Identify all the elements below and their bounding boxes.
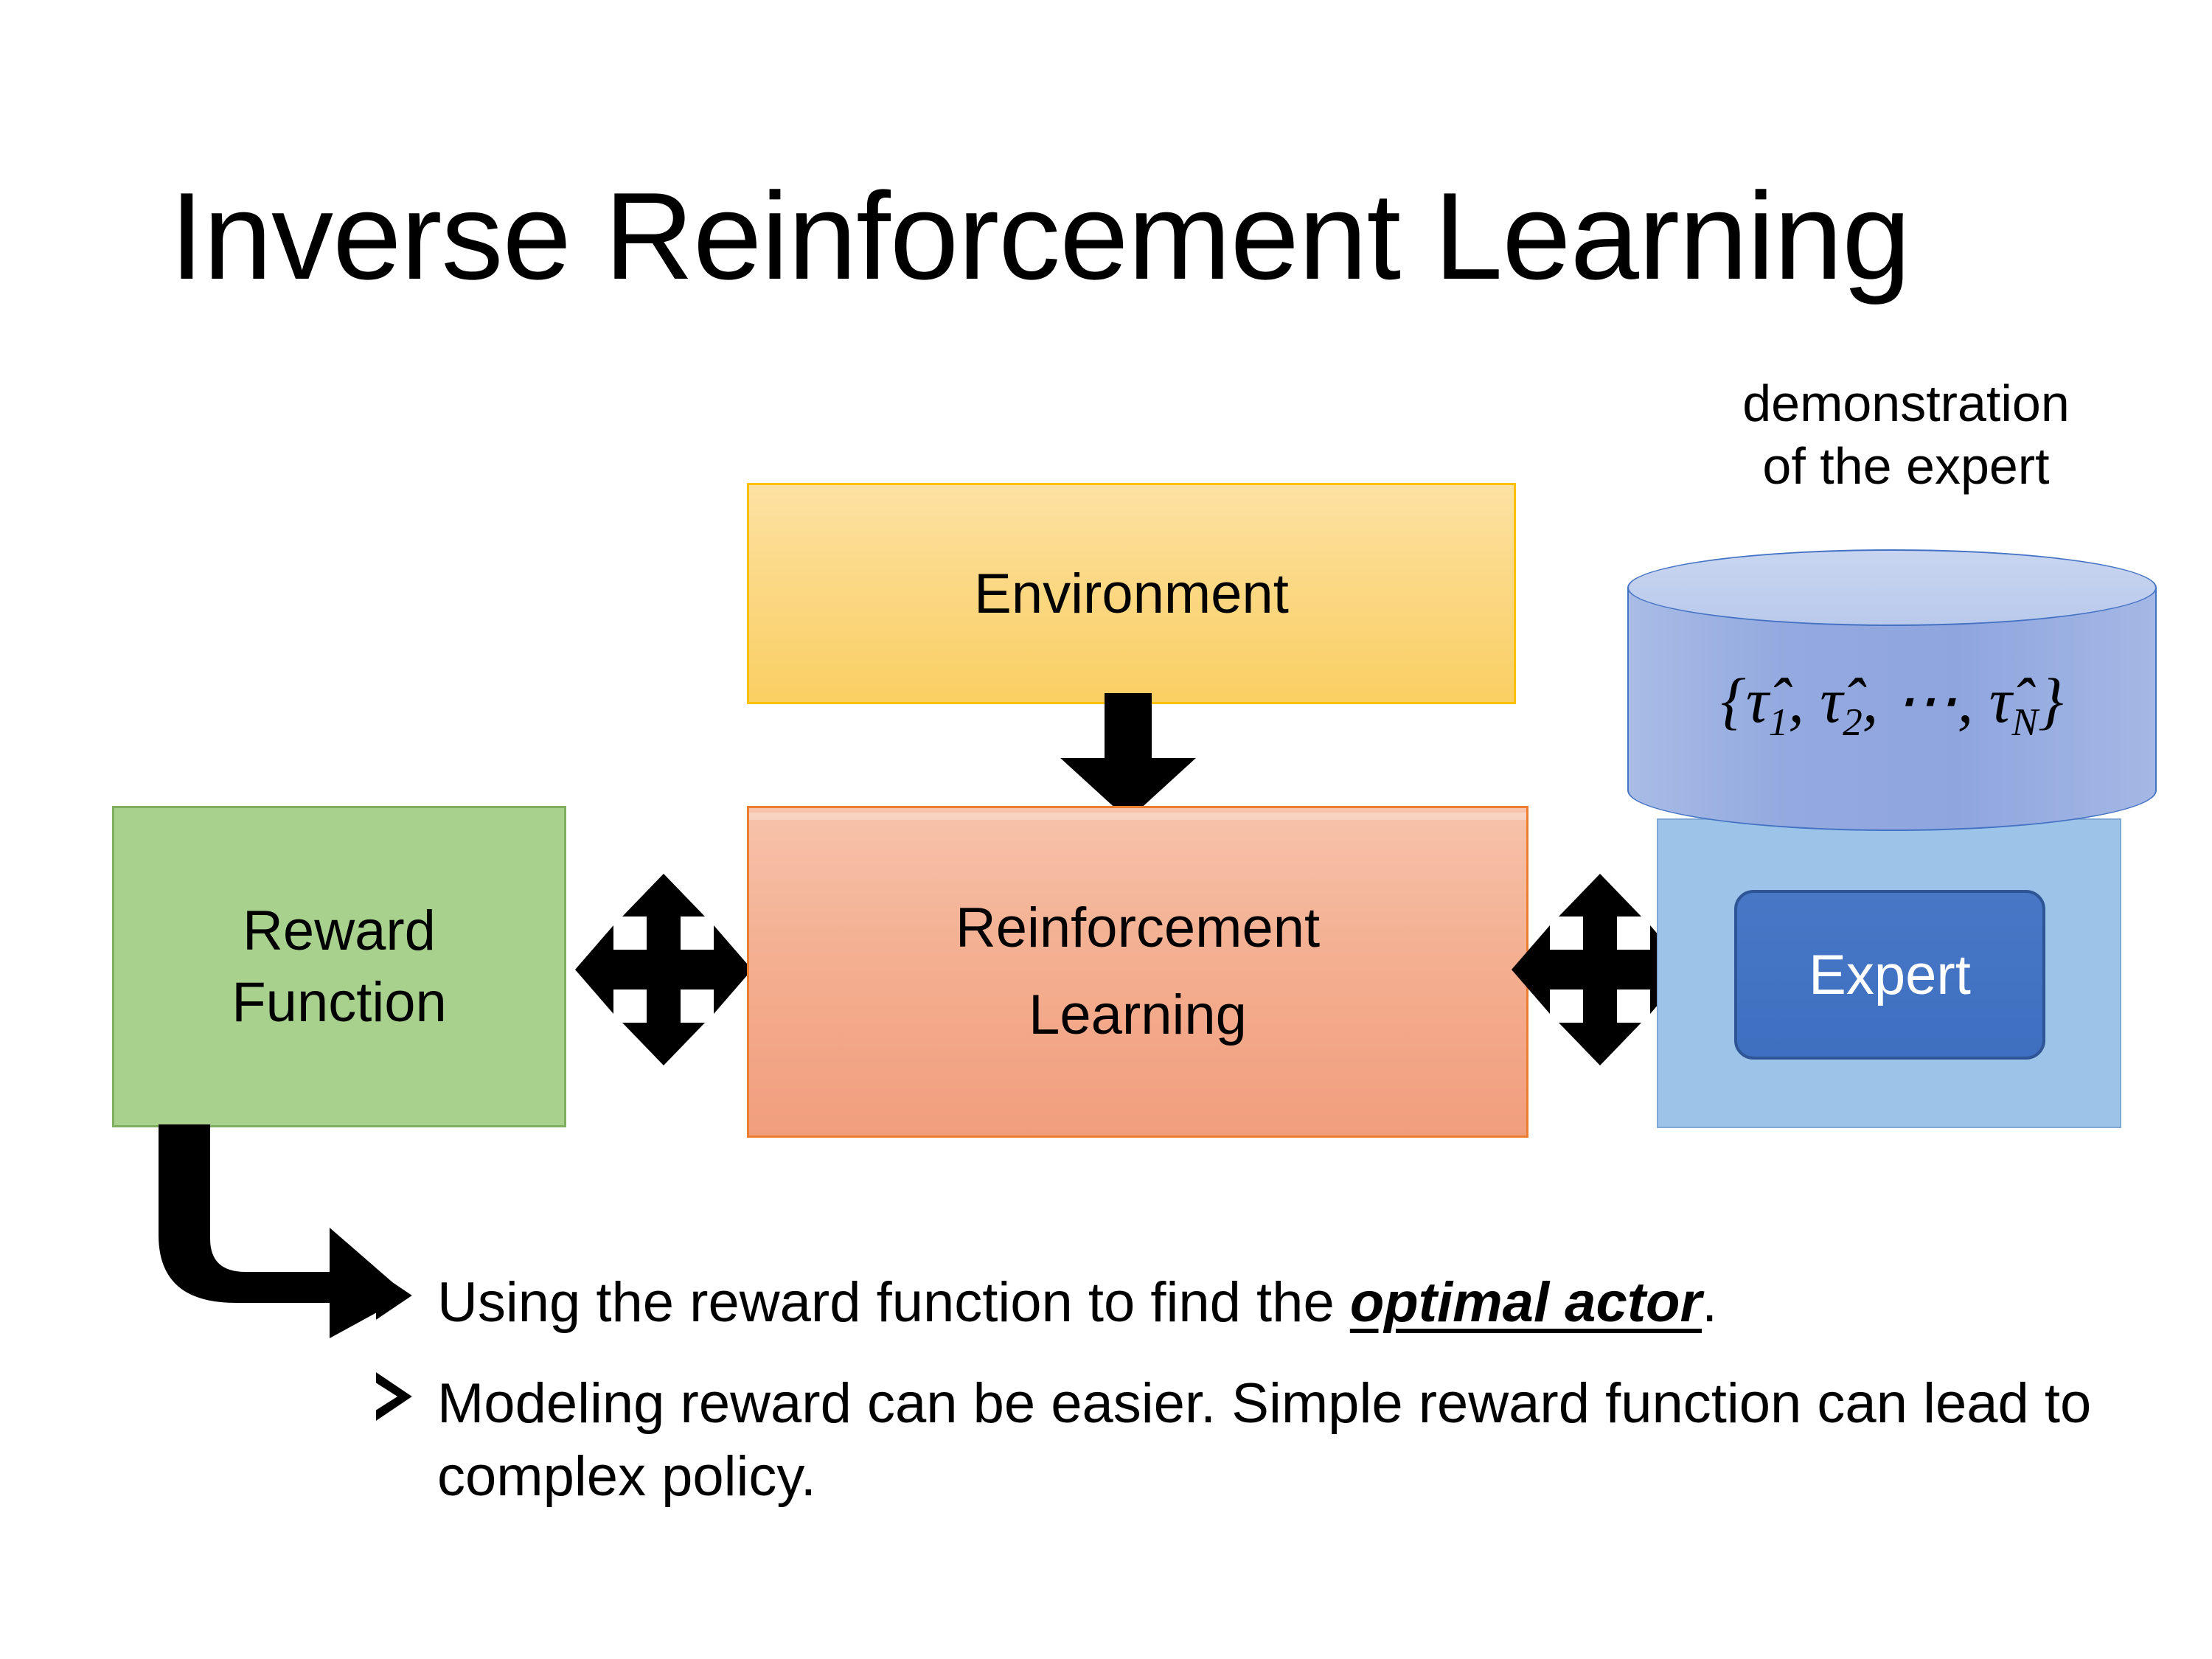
- bullet-list: Using the reward function to find the op…: [365, 1267, 2135, 1541]
- bullet-1-text-before: Using the reward function to find the: [437, 1271, 1350, 1334]
- reward-function-box-label: Reward Function: [232, 895, 447, 1039]
- arrow-environment-to-rl-icon: [1060, 693, 1196, 820]
- trajectory-set-formula: {τ̂1, τ̂2, ⋯, τ̂N}: [1720, 665, 2064, 745]
- arrow-bullet-icon: [376, 1371, 412, 1421]
- bullet-1-emphasis: optimal actor: [1349, 1271, 1703, 1334]
- bullet-2-text: Modeling reward can be easier. Simple re…: [437, 1371, 2092, 1508]
- demonstration-cylinder[interactable]: {τ̂1, τ̂2, ⋯, τ̂N}: [1627, 549, 2157, 865]
- list-item: Using the reward function to find the op…: [365, 1267, 2135, 1340]
- page-title: Inverse Reinforcement Learning: [170, 167, 1911, 305]
- rl-box-label: Reinforcement Learning: [956, 885, 1320, 1059]
- demonstration-caption-line1: demonstration: [1742, 375, 2070, 432]
- rl-box-line1: Reinforcement: [955, 897, 1321, 960]
- bullet-1-text-after: .: [1702, 1271, 1718, 1334]
- expert-box-label: Expert: [1809, 943, 1971, 1006]
- cylinder-top-ellipse: [1627, 549, 2157, 626]
- rl-box-line2: Learning: [1029, 984, 1247, 1046]
- list-item: Modeling reward can be easier. Simple re…: [365, 1368, 2135, 1514]
- demonstration-caption-line2: of the expert: [1762, 437, 2050, 495]
- reward-box-line2: Function: [232, 971, 447, 1034]
- reward-function-box[interactable]: Reward Function: [112, 806, 566, 1127]
- four-way-arrow-reward-rl-icon: [575, 874, 752, 1065]
- elbow-arrow-reward-to-bullets-icon: [159, 1124, 408, 1338]
- four-way-arrow-rl-expert-icon: [1512, 874, 1688, 1065]
- expert-box[interactable]: Expert: [1734, 890, 2045, 1060]
- environment-box[interactable]: Environment: [747, 483, 1516, 704]
- reinforcement-learning-box[interactable]: Reinforcement Learning: [747, 806, 1528, 1138]
- arrow-bullet-icon: [376, 1271, 412, 1320]
- environment-box-label: Environment: [974, 562, 1289, 625]
- demonstration-caption: demonstration of the expert: [1633, 372, 2179, 498]
- reward-box-line1: Reward: [243, 899, 436, 962]
- cylinder-body: [1627, 588, 2157, 831]
